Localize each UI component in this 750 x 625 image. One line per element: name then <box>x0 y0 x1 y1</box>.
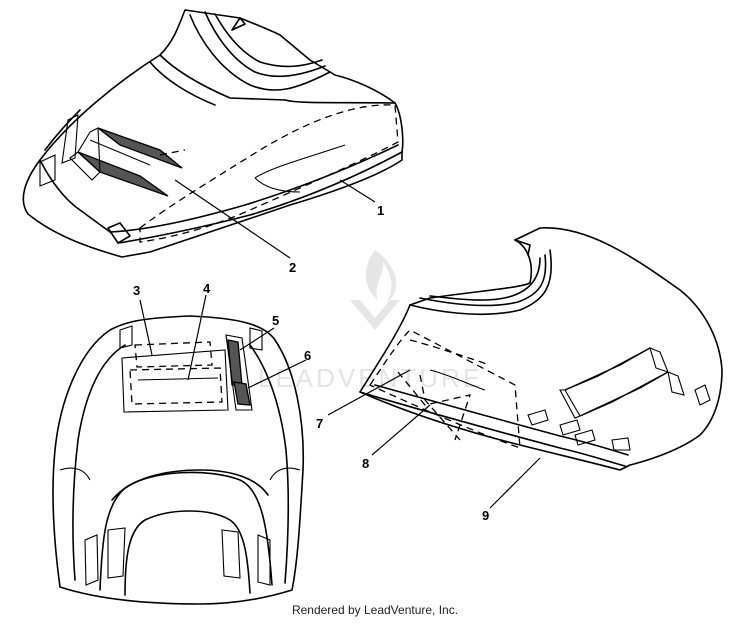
callout-6: 6 <box>304 348 311 363</box>
callout-1: 1 <box>377 203 384 218</box>
hood-top-view <box>22 9 404 258</box>
leader-7 <box>327 369 411 416</box>
watermark-flame-icon <box>365 250 397 303</box>
leader-5 <box>239 327 275 351</box>
leader-3 <box>139 299 153 356</box>
callout-8: 8 <box>362 456 369 471</box>
leader-8 <box>371 404 431 456</box>
leader-6 <box>247 359 307 389</box>
hood-front-view <box>52 315 305 605</box>
callout-7: 7 <box>316 416 323 431</box>
callout-labels: 1 2 3 4 5 6 7 8 9 <box>133 203 489 523</box>
leader-2 <box>174 179 291 259</box>
callout-5: 5 <box>272 313 279 328</box>
leader-9 <box>489 457 541 509</box>
leader-lines <box>139 179 541 509</box>
callout-3: 3 <box>133 283 140 298</box>
watermark-v-mark-icon <box>350 300 400 330</box>
footer-credit: Rendered by LeadVenture, Inc. <box>291 603 459 617</box>
callout-4: 4 <box>203 281 211 296</box>
callout-9: 9 <box>482 508 489 523</box>
leader-1 <box>339 179 376 203</box>
callout-2: 2 <box>289 260 296 275</box>
leader-4 <box>187 294 207 381</box>
hood-side-view <box>359 227 723 471</box>
